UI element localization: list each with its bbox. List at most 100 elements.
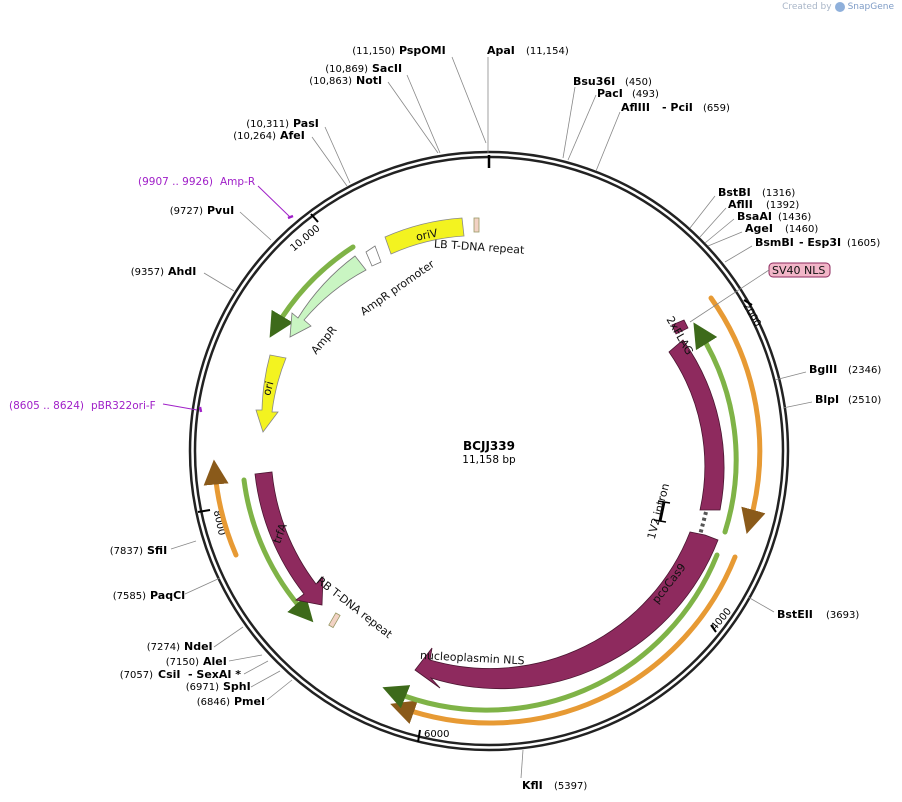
enzyme-afliii: AflIII [621,101,650,114]
primer-pbr322ori-f: (8605 .. 8624) pBR322ori-F [9,400,203,413]
enzyme-csii-pos: (7057) [120,670,153,681]
enzyme-pmei: PmeI [234,695,265,708]
enzyme-agei-pos: (1460) [785,224,818,235]
leader-bglii [774,371,807,381]
ampr-feature [289,255,367,338]
leader-aflii [699,207,727,238]
enzyme-noti: NotI [356,74,382,87]
2xflag-cds [668,339,725,511]
feature-label-lb-tdna-repeat: LB T-DNA repeat [434,238,526,257]
leader-bsteii [747,596,775,613]
primer-pbr322ori-f-name: pBR322ori-F [91,400,156,412]
enzyme-bstbi: BstBI [718,186,751,199]
enzyme-alei-pos: (7150) [166,657,199,668]
intron-gap-line [698,511,708,536]
enzyme-paqci-pos: (7585) [113,591,146,602]
primer-amp-r-range: (9907 .. 9926) [138,176,213,188]
leader-ahdi [203,272,235,292]
enzyme-afei: AfeI [280,129,305,142]
enzyme-bsmbi-pos: (1605) [847,238,880,249]
green-arc-upper-left [269,244,356,338]
enzyme-kfli-pos: (5397) [554,781,587,792]
rb-tdna-repeat-box [328,612,341,629]
enzyme-ndei-pos: (7274) [147,642,180,653]
leader-sacii [406,74,441,154]
intron-marker [658,501,666,522]
primer-pbr322ori-f-leader [162,403,198,411]
enzyme-pspomi-pos: (11,150) [352,46,395,57]
plasmid-length: 11,158 bp [462,454,516,466]
enzyme-sphi-pos: (6971) [186,682,219,693]
enzyme-alei: AleI [203,655,227,668]
orange-arc-bottom-right [390,554,738,726]
enzyme-pasi-pos: (10,311) [246,119,289,130]
enzyme-bsmbi-extra: - Esp3I [799,236,841,249]
feature-label-ampr: AmpR [308,323,339,357]
tick-mark-6000 [417,729,421,743]
2xflag-tag [671,319,689,335]
enzyme-bsaai: BsaAI [737,210,772,223]
feature-label-rb-tdna-repeat: RB T-DNA repeat [314,574,395,641]
green-arc-right [693,322,739,535]
leader-bsu36i [562,86,576,159]
enzyme-bsu36i: Bsu36I [573,75,615,88]
enzyme-aflii: AflII [728,198,753,211]
leader-pspomi [451,56,487,144]
enzyme-ahdi: AhdI [168,265,196,278]
enzyme-noti-pos: (10,863) [309,76,352,87]
credit-prefix: Created by [782,2,832,12]
feature-label-sv40-nls: SV40 NLS [772,264,825,277]
enzyme-blpi-pos: (2510) [848,395,881,406]
enzyme-kfli: KflI [522,779,543,792]
primer-pbr322ori-f-range: (8605 .. 8624) [9,400,84,412]
enzyme-paci: PacI [597,87,623,100]
enzyme-bsteii: BstEII [777,608,813,621]
leader-pvui [239,211,272,241]
intron-cap-bottom [653,519,667,523]
enzyme-pvui: PvuI [207,204,234,217]
leader-bstbi [689,195,716,229]
enzyme-afliii-extra: - PciI [662,101,693,114]
lb-tdna-repeat-box [473,217,480,233]
leader-sphi [250,670,281,688]
tick-mark-2000 [743,299,753,306]
tick-label-2000: 2000 [740,301,762,329]
enzyme-pmei-pos: (6846) [197,697,230,708]
credit-brand: SnapGene [847,2,894,12]
plasmid-name: BCJJ339 [463,439,515,453]
ampr-promoter-feature [365,245,382,267]
enzyme-agei: AgeI [745,222,773,235]
enzyme-apai-pos: (11,154) [526,46,569,57]
enzyme-pvui-pos: (9727) [170,206,203,217]
enzyme-bglii: BglII [809,363,837,376]
leader-paqci [184,577,221,595]
tick-label-6000: 6000 [424,729,449,740]
leader-afliii [595,111,621,172]
enzyme-paci-pos: (493) [632,89,659,100]
leader-bsmbi [724,245,753,263]
pcocas9-cds [414,531,719,690]
enzyme-sfii: SfiI [147,544,167,557]
primer-amp-r-mark [287,214,294,220]
enzyme-ndei: NdeI [184,640,213,653]
feature-label-ampr-promoter: AmpR promoter [358,257,437,318]
feature-label-oriv: oriV [415,226,440,243]
enzyme-blpi: BlpI [815,393,839,406]
enzyme-bsaai-pos: (1436) [778,212,811,223]
leader-csii [243,660,269,675]
enzyme-bstbi-pos: (1316) [762,188,795,199]
green-arc-left [241,477,314,623]
feature-label-ori: ori [260,380,276,397]
leader-bsaai [704,218,735,244]
feature-label-1v2-intron: 1V2 intron [645,482,672,541]
leader-paci [567,94,597,161]
primer-amp-r-name: Amp-R [220,176,255,188]
enzyme-labels: (11,150) PspOMI ApaI (11,154) (10,869) S… [110,44,882,792]
enzyme-leader-lines [170,56,813,779]
backbone-outer-ring [188,150,790,752]
tick-mark-10000 [310,213,319,223]
enzyme-bsu36i-pos: (450) [625,77,652,88]
primer-pbr322ori-f-mark [198,406,203,413]
tick-mark-4000 [710,624,717,633]
